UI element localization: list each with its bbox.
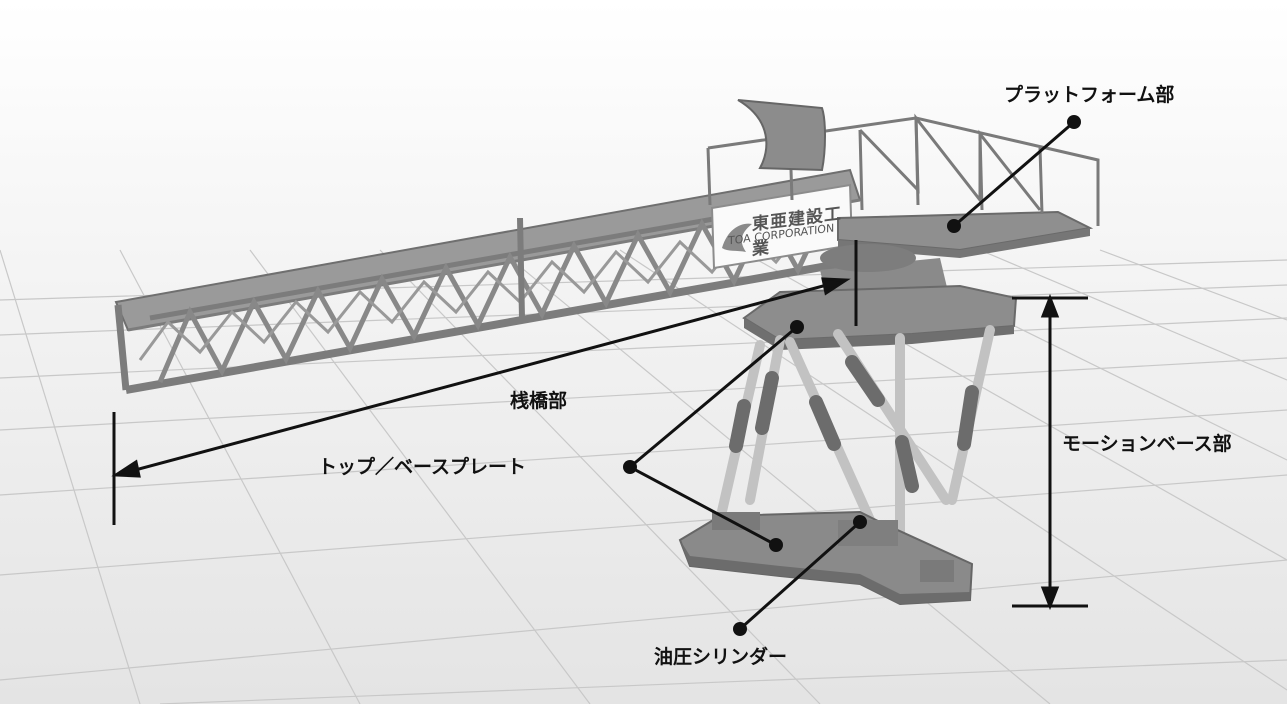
- label-hydraulic-cylinder: 油圧シリンダー: [654, 646, 788, 668]
- cylinder-leader-dot-outer: [733, 622, 747, 636]
- cylinder-leader-line: [739, 520, 861, 631]
- company-logo-mark: [722, 223, 752, 252]
- leader-dots: [623, 115, 1081, 636]
- hydraulic-cylinders: [715, 325, 995, 565]
- annotation-lines: [111, 120, 1088, 631]
- base-plate-leader-dot: [769, 538, 783, 552]
- platform: [706, 99, 1100, 312]
- top-plate-leader-line: [629, 325, 798, 469]
- label-platform: プラットフォーム部: [1004, 84, 1175, 106]
- base-plate-leader-line: [629, 465, 777, 547]
- pier-length-arrow: [123, 280, 839, 475]
- label-top-base-plate: トップ／ベースプレート: [318, 456, 527, 478]
- platform-leader-dot-inner: [947, 219, 961, 233]
- motion-base-arrowhead-bottom: [1040, 586, 1060, 611]
- pier-arrowhead-left: [111, 459, 141, 478]
- plate-leader-dot-origin: [623, 460, 637, 474]
- motion-base-arrowhead-top: [1040, 293, 1060, 318]
- platform-leader-dot-outer: [1067, 115, 1081, 129]
- platform-leader-line: [953, 120, 1075, 228]
- label-pier: 桟橋部: [510, 390, 568, 412]
- platform-cab: [737, 99, 826, 172]
- top-plate-leader-dot: [790, 320, 804, 334]
- floor-grid: [0, 249, 1287, 704]
- pier-truss: [114, 168, 862, 394]
- slewing-ring: [820, 244, 916, 272]
- cylinder-leader-dot-inner: [853, 515, 867, 529]
- pier-arrowhead-right: [821, 277, 851, 296]
- label-motion-base: モーションベース部: [1062, 433, 1232, 455]
